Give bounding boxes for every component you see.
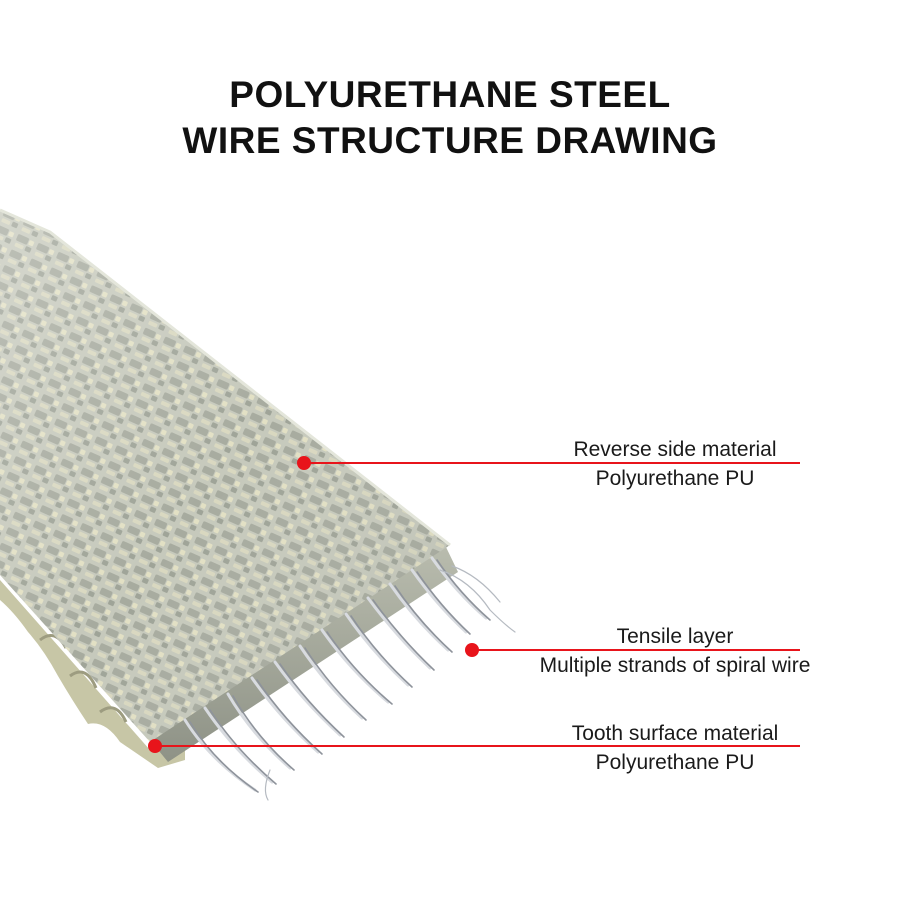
title-line-1: POLYURETHANE STEEL (229, 74, 671, 115)
callout-tensile-title: Tensile layer (616, 625, 734, 648)
callout-reverse-detail: Polyurethane PU (595, 467, 755, 490)
callout-tooth-detail: Polyurethane PU (595, 751, 755, 774)
callout-reverse-title: Reverse side material (573, 438, 777, 461)
title-line-2: WIRE STRUCTURE DRAWING (182, 120, 718, 161)
pointer-dot-tooth (148, 739, 162, 753)
callout-tensile-layer: Tensile layer Multiple strands of spiral… (500, 622, 850, 680)
page-title: POLYURETHANE STEEL WIRE STRUCTURE DRAWIN… (0, 72, 900, 164)
pointer-dot-tensile (465, 643, 479, 657)
pointer-dot-reverse (297, 456, 311, 470)
callout-tooth-title: Tooth surface material (571, 722, 779, 745)
callout-reverse-side: Reverse side material Polyurethane PU (550, 435, 800, 493)
callout-pointers (155, 462, 800, 747)
steel-wire-strands (183, 556, 516, 801)
callout-tooth-surface: Tooth surface material Polyurethane PU (540, 719, 810, 777)
callout-tensile-detail: Multiple strands of spiral wire (539, 654, 811, 677)
